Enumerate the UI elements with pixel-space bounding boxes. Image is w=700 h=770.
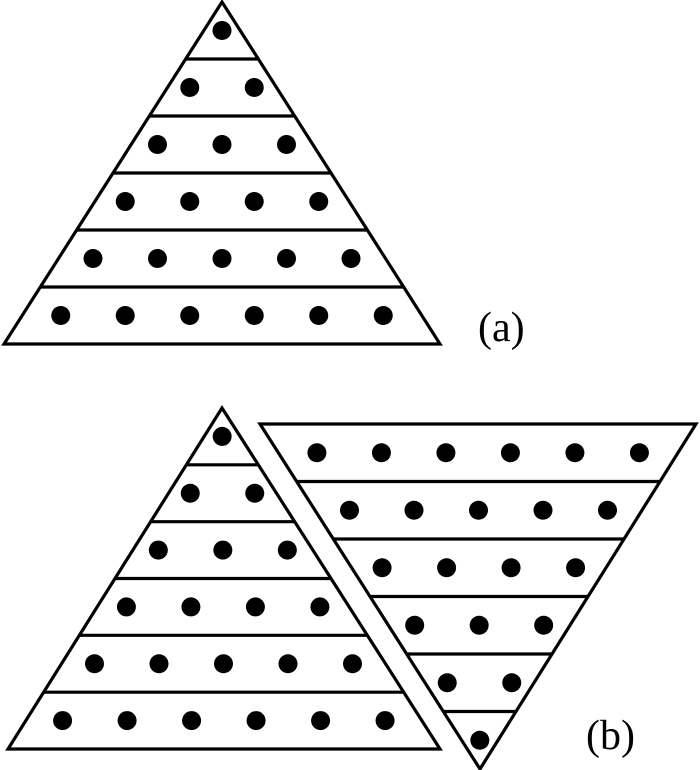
dot: [180, 306, 200, 325]
dot: [51, 306, 71, 325]
dot: [245, 483, 265, 503]
dot: [180, 78, 200, 97]
label-b: (b): [586, 713, 635, 759]
dot: [500, 443, 520, 463]
dot: [212, 426, 232, 446]
dot: [85, 654, 104, 674]
dot: [149, 654, 169, 674]
dot: [343, 654, 362, 674]
dot: [405, 615, 425, 635]
dot: [212, 21, 232, 40]
dot: [311, 711, 331, 731]
dot: [566, 558, 586, 578]
dot: [244, 306, 264, 325]
dot: [371, 443, 391, 463]
dot: [181, 597, 201, 617]
dot: [340, 500, 359, 520]
dot: [404, 500, 424, 520]
dot: [437, 673, 457, 693]
dot: [598, 500, 617, 520]
dot: [245, 597, 265, 617]
dot: [116, 597, 136, 617]
dot: [213, 540, 233, 560]
dot: [310, 597, 330, 617]
dot: [212, 249, 232, 268]
dot: [212, 135, 232, 154]
dot: [341, 249, 361, 268]
dot: [309, 306, 329, 325]
dot: [469, 615, 489, 635]
dot: [629, 443, 649, 463]
dot: [436, 443, 456, 463]
dot: [117, 711, 137, 731]
dot: [115, 192, 135, 211]
dot: [565, 443, 585, 463]
dot: [180, 192, 200, 211]
dot: [437, 558, 457, 578]
dot: [534, 615, 554, 635]
dot: [309, 192, 329, 211]
dot: [469, 500, 488, 520]
dot: [372, 558, 392, 578]
dot: [148, 249, 167, 268]
triangle-a: [1, 0, 443, 346]
dot: [83, 249, 103, 268]
dot: [244, 78, 264, 97]
dot: [214, 654, 233, 674]
dot: [115, 306, 135, 325]
dot: [180, 483, 200, 503]
dot: [307, 443, 327, 463]
dot: [373, 306, 393, 325]
dot: [501, 558, 521, 578]
dot: [277, 249, 296, 268]
triangle-b-upright: [5, 405, 443, 751]
dot: [533, 500, 553, 520]
label-a: (a): [478, 305, 525, 351]
dot: [246, 711, 266, 731]
dot: [502, 673, 522, 693]
dot: [278, 654, 298, 674]
dot: [182, 711, 202, 731]
dot: [53, 711, 73, 731]
dot: [244, 192, 264, 211]
dot: [375, 711, 395, 731]
triangle-b-inverted: [257, 422, 699, 770]
dot: [148, 135, 167, 154]
dot: [148, 540, 168, 560]
dot: [470, 730, 490, 750]
dot: [277, 135, 296, 154]
dot: [277, 540, 297, 560]
